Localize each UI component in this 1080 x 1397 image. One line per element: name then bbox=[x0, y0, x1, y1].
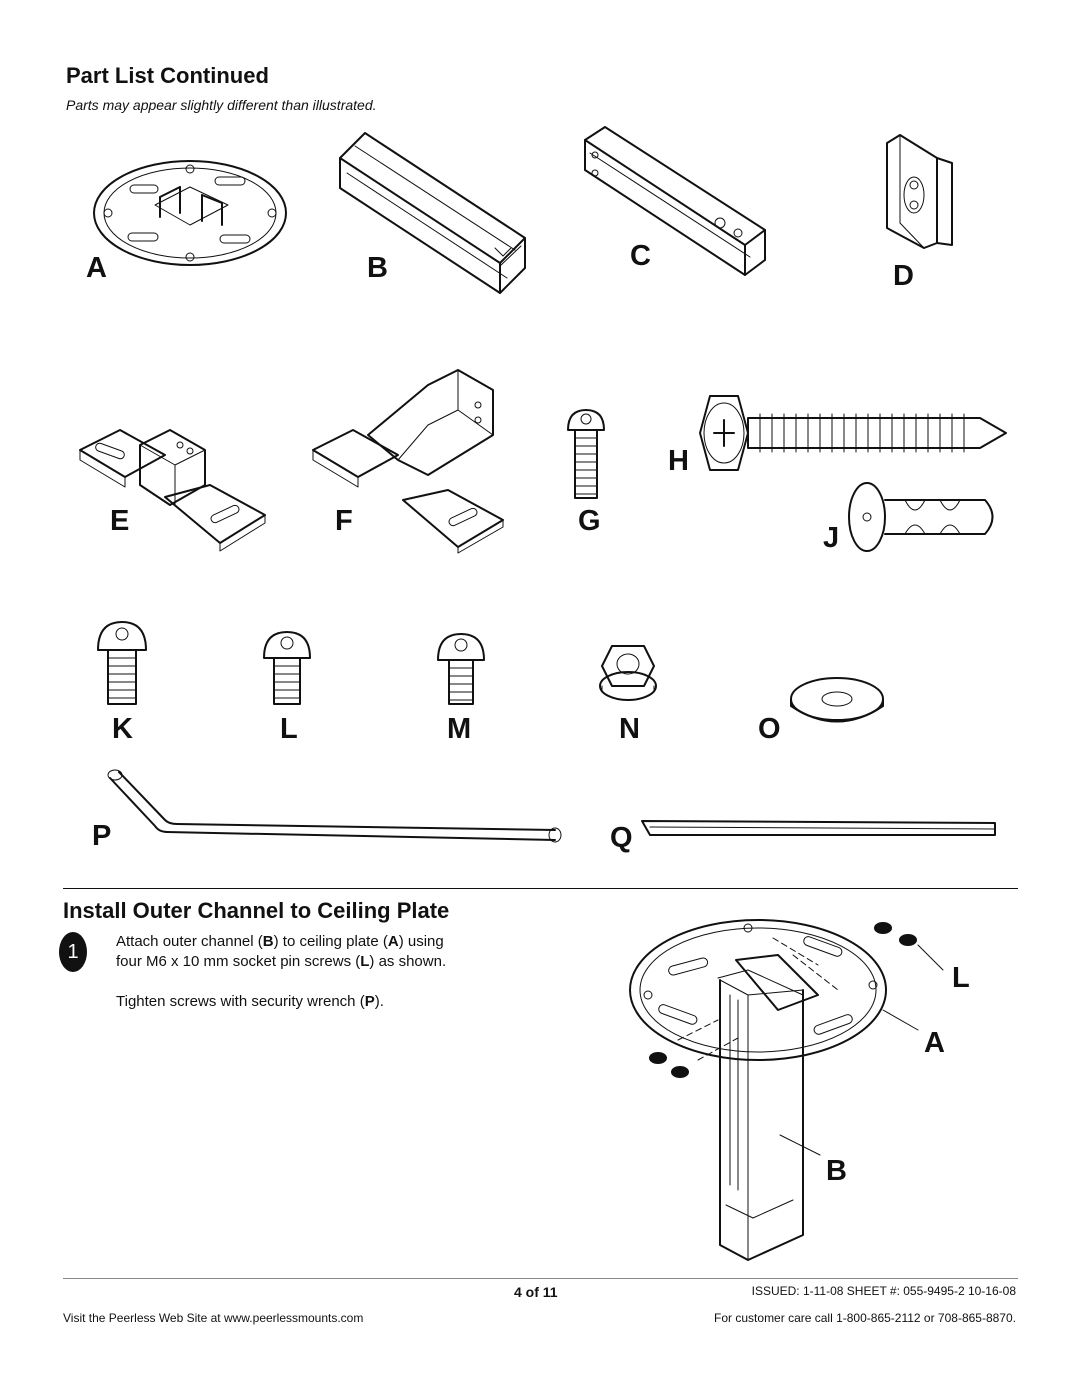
footer-divider bbox=[63, 1278, 1018, 1279]
ceiling-plate-illustration bbox=[93, 160, 287, 266]
inner-channel-illustration bbox=[584, 126, 766, 276]
part-label-P: P bbox=[92, 820, 112, 852]
callout-A: A bbox=[924, 1027, 945, 1059]
lag-bolt-illustration bbox=[699, 395, 1007, 471]
washer-illustration bbox=[790, 677, 884, 723]
parts-disclaimer: Parts may appear slightly different than… bbox=[66, 97, 377, 113]
section-divider bbox=[63, 888, 1018, 889]
part-label-L: L bbox=[280, 713, 298, 745]
website-note: Visit the Peerless Web Site at www.peerl… bbox=[63, 1311, 364, 1325]
assembly-illustration bbox=[629, 919, 944, 1261]
security-wrench-illustration bbox=[107, 769, 562, 843]
flange-nut-illustration bbox=[599, 645, 657, 701]
bracket-f-illustration bbox=[312, 369, 504, 554]
part-label-O: O bbox=[758, 713, 781, 745]
section-title-part-list: Part List Continued bbox=[66, 63, 269, 88]
part-label-Q: Q bbox=[610, 822, 633, 854]
step-instruction-line1: Attach outer channel (B) to ceiling plat… bbox=[116, 933, 444, 950]
part-label-K: K bbox=[112, 713, 133, 745]
outer-channel-illustration bbox=[339, 132, 526, 294]
part-label-G: G bbox=[578, 505, 601, 537]
part-label-M: M bbox=[447, 713, 472, 745]
part-label-D: D bbox=[893, 260, 914, 292]
strip-q-illustration bbox=[641, 820, 996, 836]
part-label-E: E bbox=[110, 505, 130, 537]
step-instruction-line2: four M6 x 10 mm socket pin screws (L) as… bbox=[116, 953, 447, 970]
callout-L: L bbox=[952, 962, 970, 994]
anchor-illustration bbox=[848, 482, 994, 552]
part-label-J: J bbox=[823, 522, 840, 554]
screw-m-illustration bbox=[437, 633, 485, 705]
page-number: 4 of 11 bbox=[514, 1284, 558, 1300]
step-number-badge: 1 bbox=[59, 932, 87, 972]
part-label-A: A bbox=[86, 252, 107, 284]
screw-l-illustration bbox=[263, 631, 311, 705]
callout-B: B bbox=[826, 1155, 847, 1187]
customer-care-note: For customer care call 1-800-865-2112 or… bbox=[714, 1311, 1016, 1325]
step-instruction-line3: Tighten screws with security wrench (P). bbox=[116, 993, 384, 1010]
part-label-H: H bbox=[668, 445, 689, 477]
issued-info: ISSUED: 1-11-08 SHEET #: 055-9495-2 10-1… bbox=[751, 1284, 1016, 1298]
screw-g-illustration bbox=[567, 409, 605, 499]
part-label-C: C bbox=[630, 240, 651, 272]
clip-bracket-illustration bbox=[886, 134, 953, 249]
part-label-N: N bbox=[619, 713, 640, 745]
part-label-B: B bbox=[367, 252, 388, 284]
part-label-F: F bbox=[335, 505, 353, 537]
bracket-e-illustration bbox=[79, 429, 266, 552]
screw-k-illustration bbox=[97, 621, 147, 705]
section-title-install: Install Outer Channel to Ceiling Plate bbox=[63, 898, 450, 923]
